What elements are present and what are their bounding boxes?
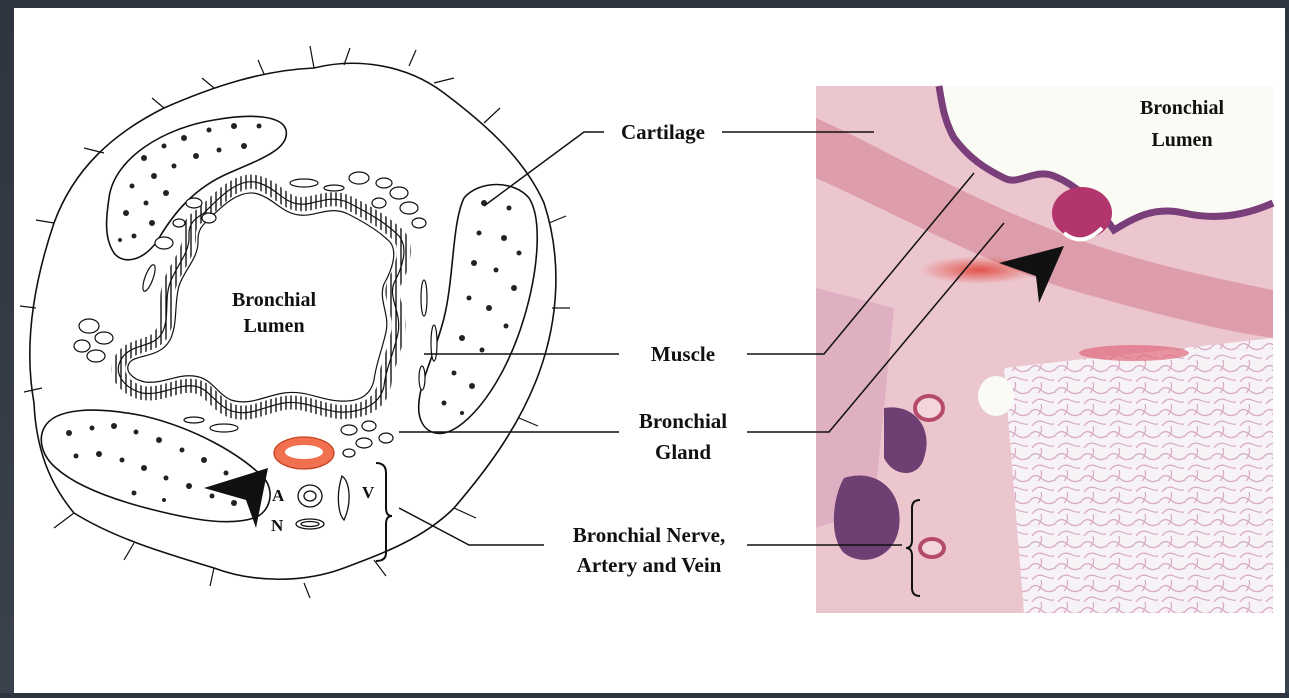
label-nav-line1: Bronchial Nerve, [573,523,725,547]
neurovascular-bundle [296,476,349,529]
slide-page: A V N Bronchial Lumen [14,8,1285,693]
bundle-bracket [376,463,392,561]
bundle-leader-left [399,508,544,545]
artery-letter: A [272,486,285,505]
histology-micrograph: Bronchial Lumen [816,86,1273,613]
label-gland-line2: Gland [655,440,711,464]
drawing-lumen-line1: Bronchial [232,289,317,311]
nerve-letter: N [271,516,284,535]
label-cartilage: Cartilage [621,120,705,144]
label-nav-line2: Artery and Vein [577,553,722,577]
label-muscle: Muscle [651,342,715,366]
cartilage-plate-right [419,185,538,434]
micrograph-lumen-line1: Bronchial [1140,97,1225,119]
micrograph-lumen-line2: Lumen [1151,129,1212,151]
drawing-lumen-line2: Lumen [243,315,304,337]
schematic-drawing: A V N Bronchial Lumen [20,46,570,598]
label-gland-line1: Bronchial [639,409,727,433]
bronchus-diagram: A V N Bronchial Lumen [14,8,1285,693]
vein-letter: V [362,483,375,502]
